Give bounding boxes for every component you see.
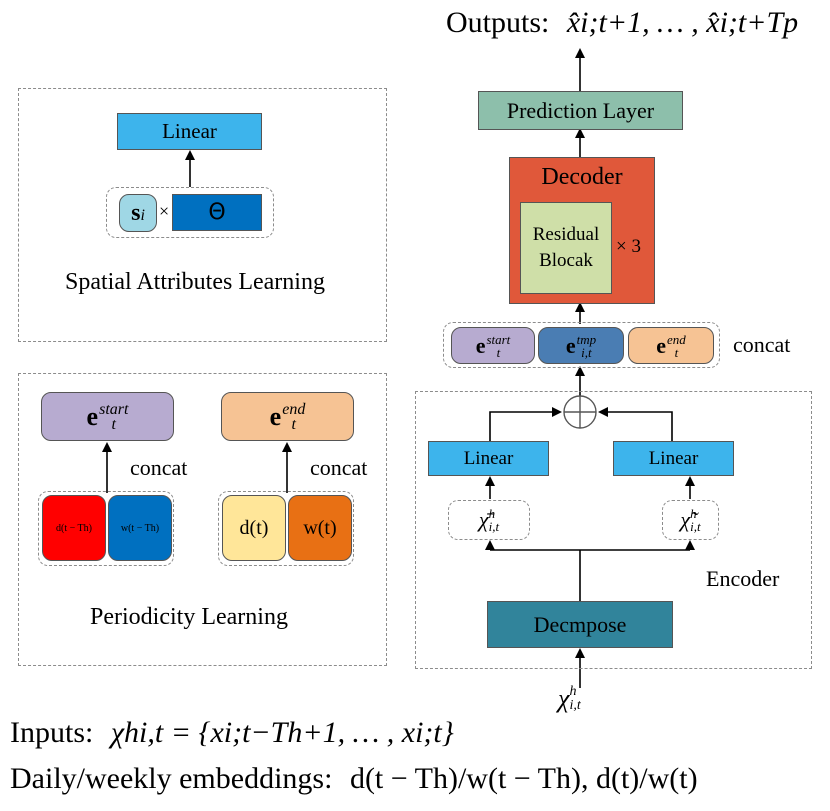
line-right-linear-to-sum [598, 407, 673, 441]
p-concat-left: concat [130, 455, 188, 480]
concat-label: concat [733, 332, 791, 357]
periodicity-panel [18, 373, 387, 666]
encoder-region [415, 391, 812, 669]
line-left-linear-to-sum [489, 407, 562, 441]
decompose-block: Decmpose [487, 601, 673, 648]
encoder-label: Encoder [706, 566, 780, 591]
d-lag-box: d(t − Th) [42, 495, 106, 561]
p-concat-right: concat [310, 455, 368, 480]
times-symbol: × [159, 201, 170, 221]
outputs-label: Outputs: [446, 6, 550, 39]
theta-box: Θ [172, 194, 262, 231]
encoder-linear-left: Linear [428, 441, 549, 476]
decoder-repeat: × 3 [616, 236, 641, 257]
spatial-caption: Spatial Attributes Learning [65, 269, 325, 295]
inputs-line: Inputs: χhi,t = {xi;t−Th+1, … , xi;t} [10, 716, 454, 749]
s-theta-group [106, 187, 274, 238]
residual-block: Residual Blocak [520, 202, 612, 294]
prediction-layer: Prediction Layer [478, 91, 683, 130]
w-now-box: w(t) [288, 495, 352, 561]
d-now-box: d(t) [222, 495, 286, 561]
outputs-expr: x̂i;t+1, … , x̂i;t+Tp [566, 6, 799, 39]
embeddings-line: Daily/weekly embeddings: d(t − Th)/w(t −… [10, 762, 698, 795]
spatial-panel [18, 88, 387, 342]
lag-group [38, 491, 174, 566]
w-lag-box: w(t − Th) [108, 495, 172, 561]
outputs-title: Outputs: x̂i;t+1, … , x̂i;t+Tp [446, 6, 798, 40]
spatial-linear: Linear [117, 113, 262, 150]
decoder-title: Decoder [541, 164, 623, 190]
concat-row [443, 322, 720, 368]
periodicity-caption: Periodicity Learning [90, 604, 288, 630]
now-group [218, 491, 354, 566]
encoder-linear-right: Linear [613, 441, 734, 476]
